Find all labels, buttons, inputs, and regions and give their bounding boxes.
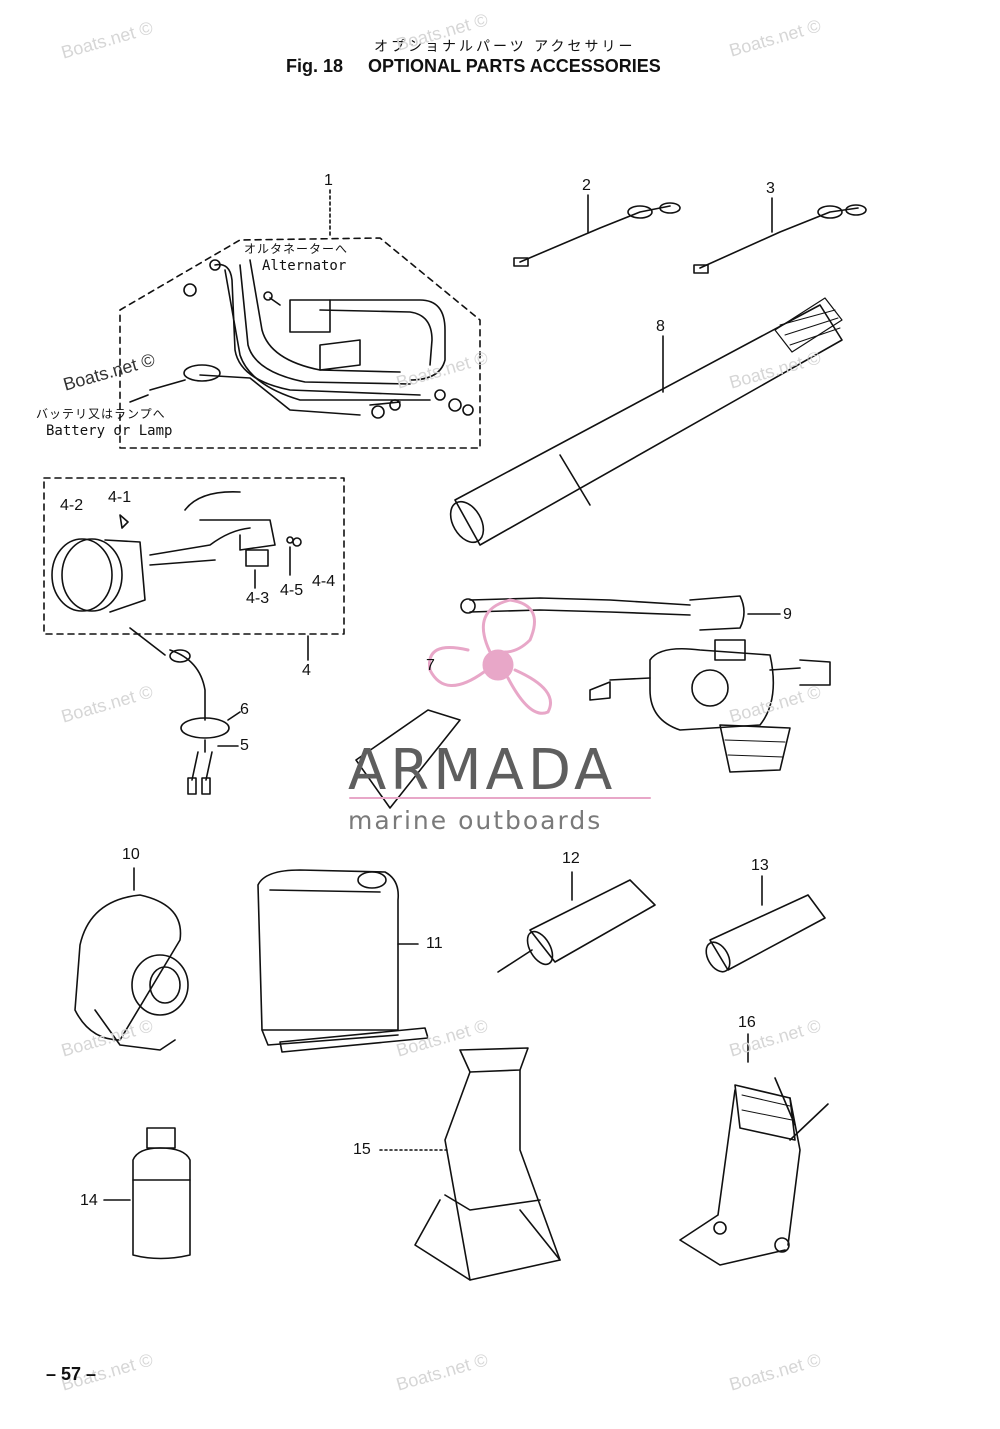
part-10-guard [74, 867, 189, 1051]
alternator-note: Alternator [262, 258, 347, 274]
callout-7: 7 [426, 657, 435, 674]
part-3-lead [693, 197, 867, 274]
callout-8: 8 [656, 318, 665, 335]
part-12-tube [497, 871, 656, 973]
part-7-sheet [355, 709, 461, 809]
callout-3: 3 [766, 180, 775, 197]
part-8-tiller-extension [449, 297, 843, 546]
callout-4: 4 [302, 662, 311, 679]
callout-4-1: 4-1 [108, 489, 132, 506]
callout-4-3: 4-3 [246, 590, 270, 607]
callout-6: 6 [240, 701, 249, 718]
figure-number: Fig. 18 [286, 56, 344, 76]
part-13-tube [705, 875, 826, 973]
callout-11: 11 [426, 935, 443, 952]
part-9-remote-hose [460, 595, 831, 773]
page-number: – 57 – [46, 1364, 97, 1384]
armada-logo-subtitle: marine outboards [348, 806, 603, 835]
callout-14: 14 [80, 1192, 98, 1209]
callout-2: 2 [582, 177, 591, 194]
part-5-6-lead [169, 649, 241, 795]
callout-13: 13 [751, 857, 769, 874]
part-14-can [103, 1127, 191, 1260]
callout-10: 10 [122, 846, 140, 863]
callout-15: 15 [353, 1141, 371, 1158]
armada-logo-word: ARMADA [348, 738, 617, 803]
callout-9: 9 [783, 606, 792, 623]
callout-12: 12 [562, 850, 580, 867]
battery-note: Battery or Lamp [46, 423, 173, 439]
callout-4-5: 4-5 [280, 582, 304, 599]
figure-title: Fig. 18 OPTIONAL PARTS ACCESSORIES [286, 56, 661, 77]
part-16-cart [679, 1033, 829, 1266]
part-1-wiring-kit [119, 189, 481, 449]
callout-4-4: 4-4 [312, 573, 336, 590]
callout-4-2: 4-2 [60, 497, 84, 514]
title-japanese: オプショナルパーツ アクセサリー [374, 39, 636, 55]
armada-propeller-logo [427, 598, 553, 715]
alternator-jp-note: オルタネーターへ [244, 242, 349, 256]
part-4-tachometer-kit [43, 477, 345, 661]
callout-5: 5 [240, 737, 249, 754]
part-2-lead [513, 194, 681, 267]
part-15-stand [379, 1047, 561, 1281]
part-11-fuel-tank [257, 869, 429, 1053]
callout-16: 16 [738, 1014, 756, 1031]
battery-jp-note: バッテリ又はランプへ [36, 407, 166, 421]
callout-1: 1 [324, 172, 333, 189]
figure-title-text: OPTIONAL PARTS ACCESSORIES [368, 56, 661, 76]
